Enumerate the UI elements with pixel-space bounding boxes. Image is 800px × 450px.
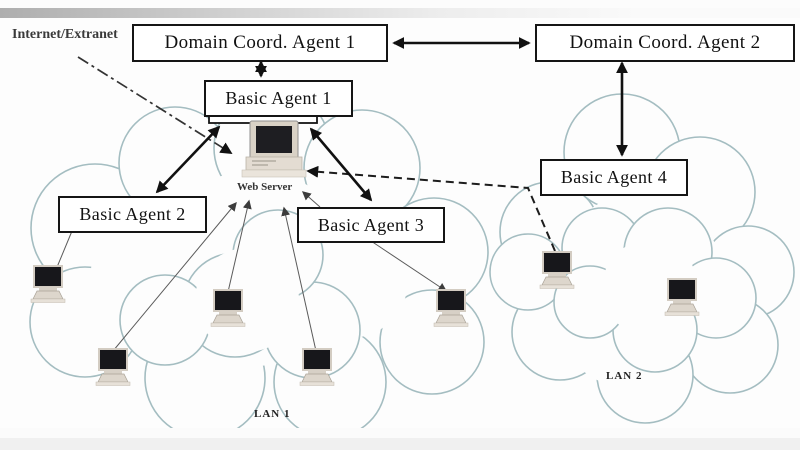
workstation-icon: [299, 348, 335, 387]
workstation-icon: [95, 348, 131, 387]
bottom-letterbox-bar: [0, 438, 800, 450]
node-basic-agent-2: Basic Agent 2: [58, 196, 207, 233]
workstation-icon: [433, 289, 469, 328]
web-server-label: Web Server: [237, 181, 293, 193]
node-label: Domain Coord. Agent 1: [164, 32, 356, 53]
node-label: Domain Coord. Agent 2: [569, 32, 761, 53]
edge-ws4-server: [281, 206, 317, 352]
edge-internet-server: [77, 56, 233, 154]
lan-links: [54, 191, 448, 352]
node-basic-agent-3: Basic Agent 3: [297, 207, 445, 243]
workstation-icon: [210, 289, 246, 328]
internet-extranet-label: Internet/Extranet: [12, 27, 118, 42]
node-domain-coord-agent-1: Domain Coord. Agent 1: [132, 24, 388, 62]
edge-ws3-server: [227, 199, 252, 293]
edge-lan2-server: [306, 165, 556, 252]
lan1-label: LAN 1: [254, 408, 291, 420]
node-domain-coord-agent-2: Domain Coord. Agent 2: [535, 24, 795, 62]
node-basic-agent-4: Basic Agent 4: [540, 159, 688, 196]
edge-ws2-server: [112, 201, 237, 352]
edge-ba1-ba2: [155, 125, 221, 194]
top-letterbox-bar: [0, 0, 800, 8]
edge-ba3-ws5: [370, 240, 448, 292]
top-letterbox-gradient: [0, 8, 800, 18]
workstation-icon: [30, 265, 66, 304]
lan2-label: LAN 2: [606, 370, 643, 382]
node-label: Basic Agent 4: [560, 167, 668, 187]
edge-ba1-ba3: [309, 127, 373, 202]
node-label: Basic Agent 3: [317, 214, 425, 235]
agent-links: [155, 37, 628, 202]
workstation-icon: [539, 251, 575, 290]
workstation-icon: [664, 278, 700, 317]
bottom-fade-bar: [0, 428, 800, 438]
web-server-icon: [208, 112, 318, 178]
node-basic-agent-1: Basic Agent 1: [204, 80, 353, 117]
node-label: Basic Agent 2: [79, 204, 186, 224]
node-label: Basic Agent 1: [225, 88, 332, 108]
